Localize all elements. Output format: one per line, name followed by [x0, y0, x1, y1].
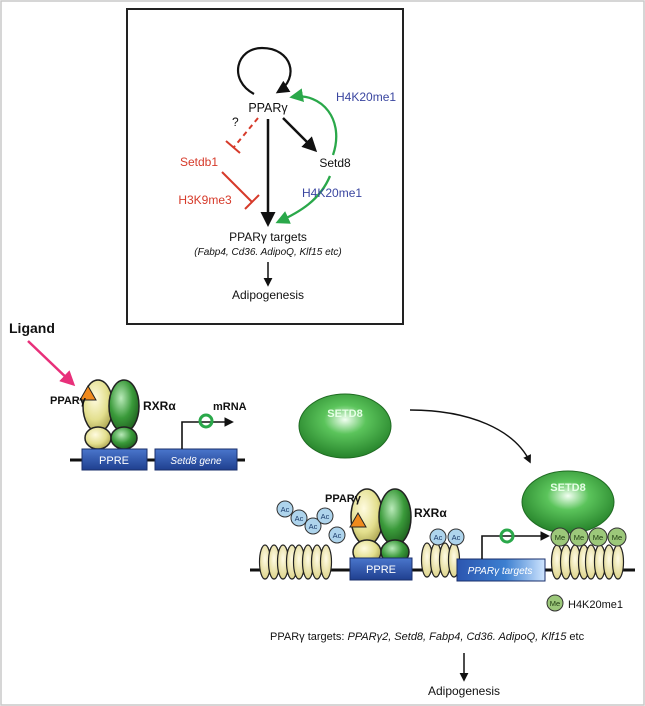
mrna-label: mRNA [213, 401, 247, 413]
acetyl-mark-label: Ac [452, 533, 461, 542]
left-ppre-label: PPRE [99, 455, 129, 467]
h4k20me1-top-label: H4K20me1 [336, 90, 396, 104]
h3k9me3-label: H3K9me3 [178, 193, 232, 207]
left-rxr-label: RXRα [143, 399, 176, 413]
left-rxr-dbd [110, 426, 138, 450]
setd8-gene-element [154, 448, 238, 471]
setd8-to-ppar-activation [289, 88, 338, 156]
right-ppre-label: PPRE [366, 564, 396, 576]
nucleosome-cluster-middle [420, 542, 461, 578]
acetyl-mark-label: Ac [321, 512, 330, 521]
ligand-arrow [27, 340, 76, 387]
acetyl-mark [304, 517, 322, 535]
methyl-mark [569, 527, 589, 547]
targets-gene-element [456, 558, 546, 582]
acetyl-mark-label: Ac [333, 531, 342, 540]
setdb1-node: Setdb1 [180, 155, 218, 169]
right-ppar-label: PPARγ [325, 493, 362, 505]
right-mrna-circle [499, 528, 515, 544]
setdb1-targets-repression [221, 171, 253, 203]
left-ppar-dbd [84, 426, 112, 450]
acetyl-marks-middle: Ac Ac [429, 528, 465, 546]
nucleosome-cluster-right [550, 544, 625, 580]
acetyl-mark [276, 500, 294, 518]
methyl-mark-label: Me [574, 533, 584, 542]
right-rxr-label: RXRα [414, 506, 447, 520]
methyl-mark [588, 527, 608, 547]
targets-node: PPARγ targets [229, 230, 307, 244]
ligand-label: Ligand [9, 320, 55, 336]
right-adipogenesis-label: Adipogenesis [428, 684, 500, 698]
legend-methyl-mark-label: Me [550, 599, 560, 608]
left-ppar-label: PPARγ [50, 395, 87, 407]
methyl-mark [607, 527, 627, 547]
acetyl-mark-label: Ac [295, 514, 304, 523]
setd8-node: Setd8 [319, 156, 351, 170]
targets-gene-label: PPARγ targets [468, 566, 533, 577]
targets-caption-suffix: etc [566, 631, 584, 643]
setd8-gene-label: Setd8 gene [170, 456, 222, 467]
pathway-box: PPARγ Setd8 H4K20me1 H4K20me1 ? Setdb1 H… [126, 8, 404, 325]
setd8-bound-label: SETD8 [550, 482, 585, 494]
left-panel: Ligand PPARγ RXRα PPRE Setd8 gene mRNA [9, 320, 247, 471]
legend-methyl-mark [546, 594, 564, 612]
ppar-node: PPARγ [248, 101, 288, 115]
right-rxr-protein [378, 488, 412, 546]
left-rxr-protein [108, 379, 140, 433]
methyl-mark [550, 527, 570, 547]
targets-caption: PPARγ targets: PPARγ2, Setd8, Fabp4, Cd3… [270, 631, 585, 643]
acetyl-mark [429, 528, 447, 546]
methyl-mark-label: Me [555, 533, 565, 542]
targets-caption-prefix: PPARγ targets: [270, 631, 347, 643]
setdb1-repression-bar [225, 140, 241, 154]
acetyl-mark [290, 509, 308, 527]
nucleosome-cluster-left [258, 544, 333, 580]
left-mrna-circle [198, 413, 214, 429]
legend-h4k20me1-label: H4K20me1 [568, 599, 623, 611]
left-ppre-element [81, 448, 148, 471]
right-panel: SETD8 SETD8 Ac Ac Ac Ac [250, 393, 635, 698]
question-mark: ? [232, 115, 239, 129]
left-ligand-triangle [79, 384, 97, 401]
left-transcription-arrow [181, 417, 234, 449]
methyl-mark-label: Me [612, 533, 622, 542]
methyl-mark-label: Me [593, 533, 603, 542]
right-ligand-triangle [349, 511, 367, 528]
adipogenesis-node: Adipogenesis [232, 288, 304, 302]
setd8-to-targets-activation [275, 175, 332, 224]
acetyl-mark [316, 507, 334, 525]
pathway-box-border [126, 8, 404, 325]
setd8-recruitment-arrow [409, 409, 531, 464]
targets-genes: (Fabp4, Cd36. AdipoQ, Klf15 etc) [194, 247, 342, 258]
setd8-bound-enzyme [521, 470, 615, 534]
ppar-self-loop-arrow [236, 46, 292, 95]
targets-repression-bar [244, 194, 260, 210]
acetyl-mark-label: Ac [434, 533, 443, 542]
acetyl-mark-label: Ac [309, 522, 318, 531]
right-transcription-arrow [481, 531, 550, 559]
ppar-to-setd8-arrow [282, 117, 318, 153]
targets-caption-genes: PPARγ2, Setd8, Fabp4, Cd36. AdipoQ, Klf1… [347, 631, 567, 643]
ppar-setdb1-repression [233, 117, 259, 148]
setd8-free-label: SETD8 [327, 408, 362, 420]
acetyl-mark [328, 526, 346, 544]
right-ppre-element [349, 557, 413, 581]
acetyl-mark-label: Ac [281, 505, 290, 514]
methyl-marks-right: Me Me Me Me [550, 527, 627, 547]
acetyl-marks-left: Ac Ac Ac Ac Ac [276, 500, 346, 544]
h4k20me1-mid-label: H4K20me1 [302, 186, 362, 200]
setd8-free-enzyme [298, 393, 392, 459]
acetyl-mark [447, 528, 465, 546]
